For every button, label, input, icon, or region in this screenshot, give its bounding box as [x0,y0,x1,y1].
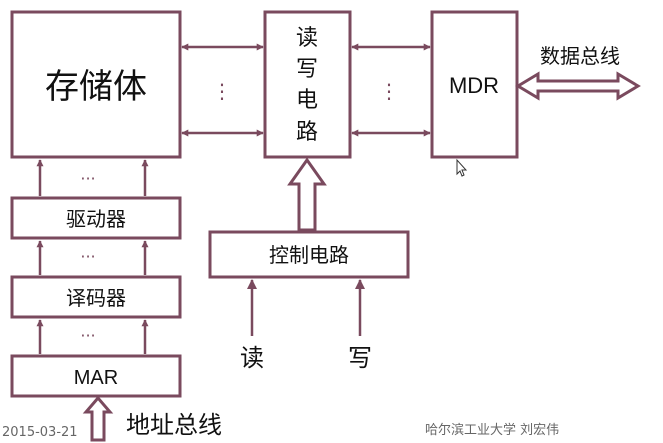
mar-box [10,354,182,398]
control-circuit-label: 控制电路 [269,243,349,267]
read-write-circuit-box [263,10,352,159]
mar-label: MAR [74,367,118,389]
read-signal-label: 读 [240,344,264,372]
memory-array-label: 存储体 [45,67,147,107]
control-circuit-box [208,230,410,279]
data-bus-arrow [515,71,641,101]
mdr-box [430,10,519,159]
rw-circuit-char-1: 读 [296,26,318,51]
rw-circuit-char-4: 路 [296,120,318,145]
decoder-box [10,275,182,319]
address-bus-label: 地址总线 [126,411,222,439]
control-to-rw-arrow [287,157,327,232]
driver-box [10,196,182,240]
data-bus-label: 数据总线 [540,44,620,68]
rw-circuit-char-3: 电 [296,88,318,113]
memory-array-box [10,10,182,159]
memory-rw-ellipsis: ⋮ [212,79,232,103]
footer-date: 2015-03-21 [2,425,78,440]
decoder-label: 译码器 [66,286,126,310]
rw-mdr-ellipsis: ⋮ [379,79,399,103]
mouse-cursor-icon [456,158,468,177]
driver-label: 驱动器 [66,207,126,231]
mdr-label: MDR [449,73,499,98]
driver-memory-ellipsis: ··· [80,169,95,188]
mar-decoder-ellipsis: ··· [80,326,95,345]
rw-circuit-char-2: 写 [296,57,318,82]
footer-credit: 哈尔滨工业大学 刘宏伟 [425,422,559,438]
write-signal-label: 写 [348,344,372,372]
address-bus-arrow [82,395,114,442]
decoder-driver-ellipsis: ··· [80,247,95,266]
